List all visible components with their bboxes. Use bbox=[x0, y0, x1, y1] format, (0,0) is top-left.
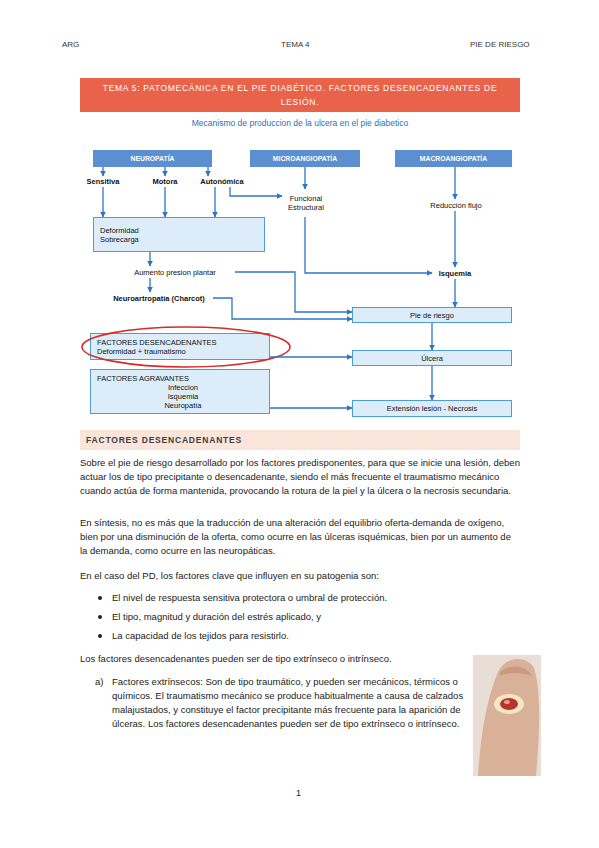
flow-text: Neuroartropatía (Charcot) bbox=[105, 292, 213, 304]
list-bullets bbox=[98, 596, 102, 638]
flow-arrow bbox=[235, 272, 352, 312]
flow-text: Autonómica bbox=[199, 176, 245, 187]
flow-text: Motora bbox=[150, 176, 180, 187]
flow-arrow bbox=[164, 187, 165, 217]
process-box: DeformidadSobrecarga bbox=[93, 217, 265, 252]
node-text: Deformidad + traumatismo bbox=[97, 347, 269, 356]
category-box: MACROANGIOPATÍA bbox=[395, 150, 512, 167]
category-box: NEUROPATÍA bbox=[93, 150, 212, 167]
flow-text: Isquemia bbox=[432, 267, 478, 279]
ulcer-rim bbox=[494, 694, 524, 714]
node-text: Funcional bbox=[282, 194, 330, 203]
node-text: Úlcera bbox=[353, 354, 511, 363]
flow-arrow bbox=[270, 356, 352, 357]
title-band: TEMA 5: PATOMECÁNICA EN EL PIE DIABÉTICO… bbox=[80, 78, 520, 112]
node-text: Deformidad bbox=[100, 226, 264, 235]
process-box: Extensión lesión - Necrosis bbox=[352, 400, 512, 417]
node-text: Neuropatía bbox=[97, 401, 269, 410]
ulcer-highlight bbox=[504, 700, 510, 704]
node-text: FACTORES AGRAVANTES bbox=[97, 374, 269, 383]
foot-ulcer-photo bbox=[473, 655, 541, 776]
flow-arrow bbox=[102, 187, 103, 217]
section-heading: FACTORES DESENCADENANTES bbox=[80, 430, 520, 450]
node-text: Aumento presion plantar bbox=[115, 268, 235, 277]
bullet-item: El tipo, magnitud y duración del estrés … bbox=[112, 610, 512, 624]
body-paragraph: En el caso del PD, los factores clave qu… bbox=[80, 569, 520, 583]
bullet-dot bbox=[98, 615, 102, 619]
node-text: MACROANGIOPATÍA bbox=[395, 155, 512, 162]
flow-arrow bbox=[149, 278, 150, 292]
node-text: Reducción flujo bbox=[425, 201, 487, 210]
highlight-ellipse bbox=[82, 327, 290, 367]
header-text: ARG bbox=[62, 40, 79, 49]
flow-arrow bbox=[304, 167, 305, 189]
list-marker: a) bbox=[95, 675, 103, 689]
node-text: Pie de riesgo bbox=[353, 311, 511, 320]
node-text: Infeccion bbox=[97, 383, 269, 392]
body-paragraph: En síntesis, no es más que la traducción… bbox=[80, 516, 520, 558]
process-box: Úlcera bbox=[352, 350, 512, 366]
bullet-item: El nivel de respuesta sensitiva protecto… bbox=[112, 591, 512, 605]
header-text: TEMA 4 bbox=[281, 40, 309, 49]
factor-box: FACTORES AGRAVANTESInfeccionIsquemiaNeur… bbox=[90, 369, 270, 414]
node-text: Isquemia bbox=[432, 269, 478, 278]
node-text: Motora bbox=[150, 177, 180, 186]
flow-arrow bbox=[149, 252, 150, 266]
flow-arrow bbox=[454, 279, 455, 307]
flow-arrow bbox=[270, 407, 352, 408]
category-box: MICROANGIOPATÍA bbox=[250, 150, 360, 167]
flow-arrow bbox=[164, 167, 165, 176]
body-paragraph: Sobre el pie de riesgo desarrollado por … bbox=[80, 456, 520, 498]
node-text: Estructural bbox=[282, 203, 330, 212]
flow-arrow bbox=[102, 167, 103, 176]
diagram-caption: Mecanismo de produccion de la ulcera en … bbox=[150, 118, 450, 128]
page-number: 1 bbox=[296, 788, 301, 798]
bullet-dot bbox=[98, 596, 102, 600]
foot-shape bbox=[478, 659, 539, 776]
flow-arrow bbox=[213, 298, 352, 319]
ulcer-bed bbox=[500, 698, 518, 710]
flow-arrow bbox=[431, 323, 432, 350]
flow-arrow bbox=[454, 211, 455, 267]
node-text: Neuroartropatía (Charcot) bbox=[105, 294, 213, 303]
flow-arrow bbox=[305, 217, 432, 273]
node-text: Extensión lesión - Necrosis bbox=[353, 404, 511, 413]
node-text: Autonómica bbox=[199, 177, 245, 186]
node-text: MICROANGIOPATÍA bbox=[250, 155, 360, 162]
header-text: PIE DE RIESGO bbox=[470, 40, 530, 49]
flow-arrow bbox=[454, 167, 455, 199]
flow-text: Aumento presion plantar bbox=[115, 266, 235, 278]
flow-arrow bbox=[230, 187, 282, 196]
node-text: NEUROPATÍA bbox=[93, 155, 212, 162]
node-text: FACTORES DESENCADENANTES bbox=[97, 338, 269, 347]
bullet-dot bbox=[98, 634, 102, 638]
photo-background bbox=[473, 655, 541, 776]
flow-text: FuncionalEstructural bbox=[282, 189, 330, 217]
factor-box: FACTORES DESENCADENANTESDeformidad + tra… bbox=[90, 333, 270, 360]
process-box: Pie de riesgo bbox=[352, 307, 512, 323]
node-text: Isquemia bbox=[97, 392, 269, 401]
bullet-item: La capacidad de los tejidos para resisti… bbox=[112, 629, 512, 643]
list-item: Factores extrínsecos: Son de tipo traumá… bbox=[112, 675, 464, 731]
flow-text: Reducción flujo bbox=[425, 199, 487, 211]
foot-toes bbox=[500, 666, 532, 676]
node-text: Sobrecarga bbox=[100, 235, 264, 244]
body-paragraph: Los factores desencadenantes pueden ser … bbox=[80, 652, 520, 666]
node-text: Sensitiva bbox=[84, 177, 122, 186]
flow-arrow bbox=[214, 187, 215, 217]
flow-text: Sensitiva bbox=[84, 176, 122, 187]
flow-arrow bbox=[207, 167, 208, 176]
flow-arrow bbox=[431, 366, 432, 400]
